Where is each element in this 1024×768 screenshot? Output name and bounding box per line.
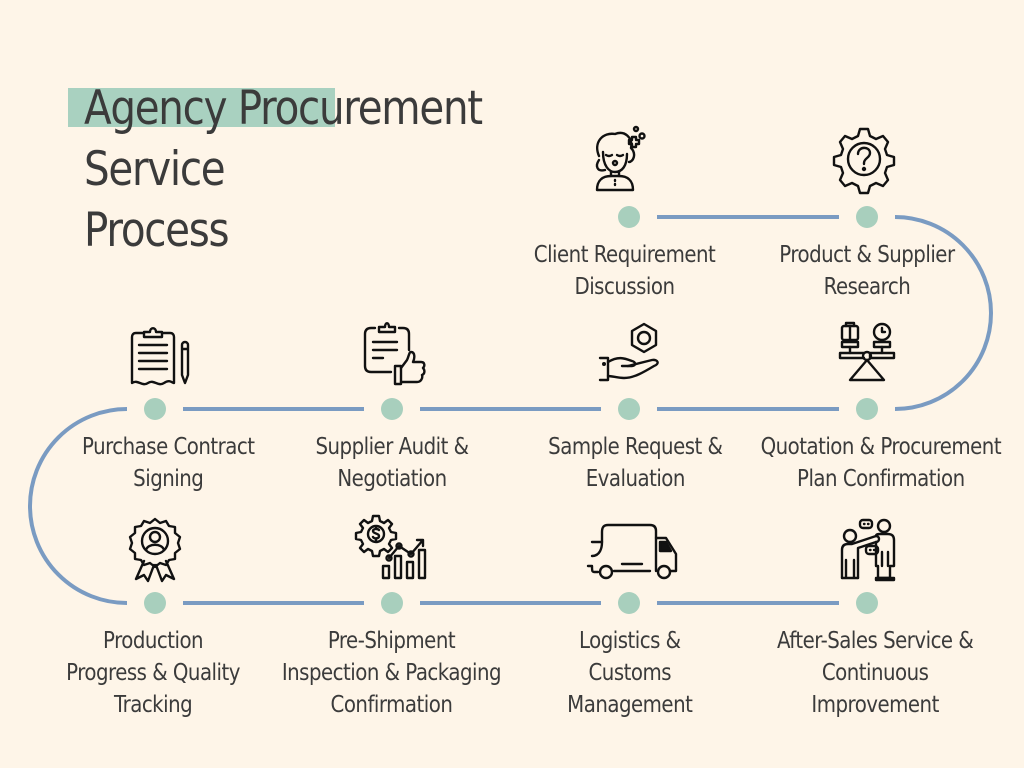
- people-conversation-icon: [832, 516, 902, 582]
- step-6-label-text: Purchase Contract Signing: [81, 434, 255, 492]
- step-1-label-text: Client Requirement Discussion: [534, 242, 716, 300]
- connector-2-3-curve: [894, 215, 993, 411]
- delivery-truck-icon: [580, 520, 680, 586]
- step-8-node: [381, 592, 403, 614]
- step-10-label: After-Sales Service & Continuous Improve…: [735, 625, 1015, 721]
- step-5-label: Supplier Audit & Negotiation: [252, 431, 532, 495]
- hand-hex-nut-icon: [594, 320, 664, 386]
- balance-scale-icon: [832, 320, 902, 386]
- step-9-label: Logistics & Customs Management: [490, 625, 770, 721]
- connector-6-7-curve: [28, 407, 128, 605]
- step-4-node: [618, 398, 640, 420]
- step-1-node: [618, 206, 640, 228]
- step-7-node: [144, 592, 166, 614]
- step-3-label-text: Quotation & Procurement Plan Confirmatio…: [760, 434, 1002, 492]
- page-title: Agency Procurement Service Process: [84, 78, 483, 261]
- clipboard-pen-icon: [124, 325, 194, 391]
- title-line-2: Service: [84, 142, 226, 197]
- step-7-label: Production Progress & Quality Tracking: [13, 625, 293, 721]
- gear-question-icon: [829, 126, 899, 195]
- gear-dollar-chart-icon: [354, 514, 429, 580]
- step-2-label: Product & Supplier Research: [727, 239, 1007, 303]
- step-8-label: Pre-Shipment Inspection & Packaging Conf…: [251, 625, 531, 721]
- step-5-node: [381, 398, 403, 420]
- step-9-node: [618, 592, 640, 614]
- step-1-label: Client Requirement Discussion: [485, 239, 765, 303]
- step-10-label-text: After-Sales Service & Continuous Improve…: [776, 628, 974, 718]
- step-3-label: Quotation & Procurement Plan Confirmatio…: [741, 431, 1021, 495]
- step-8-label-text: Pre-Shipment Inspection & Packaging Conf…: [281, 628, 501, 718]
- step-6-label: Purchase Contract Signing: [28, 431, 308, 495]
- step-7-label-text: Production Progress & Quality Tracking: [66, 628, 240, 718]
- title-line-1: Agency Procurement: [84, 81, 483, 136]
- step-6-node: [144, 398, 166, 420]
- step-10-node: [856, 592, 878, 614]
- woman-thinking-icon: [587, 125, 657, 192]
- step-4-label: Sample Request & Evaluation: [495, 431, 775, 495]
- title-highlight-bar: [68, 88, 335, 127]
- step-2-node: [856, 206, 878, 228]
- clipboard-thumbs-up-icon: [357, 320, 427, 386]
- award-badge-person-icon: [120, 517, 190, 583]
- step-5-label-text: Supplier Audit & Negotiation: [315, 434, 469, 492]
- step-3-node: [856, 398, 878, 420]
- step-2-label-text: Product & Supplier Research: [779, 242, 955, 300]
- step-9-label-text: Logistics & Customs Management: [567, 628, 693, 718]
- title-line-3: Process: [84, 203, 230, 258]
- step-4-label-text: Sample Request & Evaluation: [547, 434, 723, 492]
